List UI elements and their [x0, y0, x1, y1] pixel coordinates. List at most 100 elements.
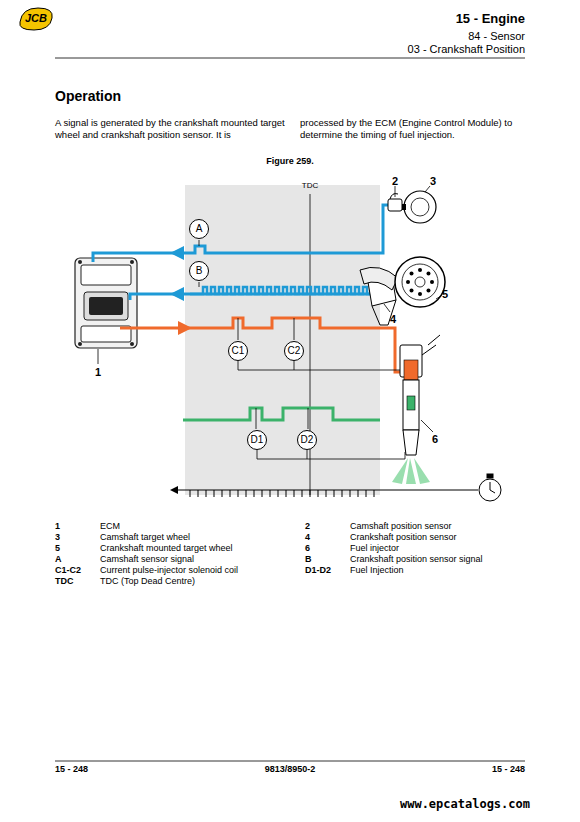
jcb-logo [20, 8, 52, 30]
signal-circle: B [189, 261, 209, 281]
key-table-cell: 4 [305, 533, 310, 543]
tick [294, 490, 295, 497]
section-title: Operation [55, 89, 121, 104]
tick [190, 490, 191, 497]
key-table-cell: 2 [305, 522, 310, 532]
callout-number: 1 [95, 366, 101, 378]
leader-line [436, 296, 441, 299]
clock-symbol [479, 474, 501, 501]
key-table-cell: Crankshaft position sensor [350, 533, 457, 543]
crankshaft-target-wheel [395, 257, 445, 307]
time-axis [176, 490, 478, 491]
tick [342, 490, 343, 497]
wheel-hole [418, 268, 422, 272]
key-table-cell: B [305, 555, 312, 565]
header-text: 84 - Sensor [468, 30, 525, 42]
signal-letter: D2 [301, 435, 314, 445]
header-text: 03 - Crankshaft Position [408, 43, 525, 55]
leader-line [421, 420, 433, 432]
callout-number: 5 [442, 288, 448, 300]
callout-number: 3 [430, 175, 436, 187]
body-text: processed by the ECM (Engine Control Mod… [300, 117, 528, 142]
tick [278, 490, 279, 497]
callout-number: 4 [390, 313, 396, 325]
leader-line [256, 408, 257, 429]
tick-marks [190, 490, 374, 497]
leader-line [308, 408, 309, 429]
footer-text: 9813/8950-2 [265, 765, 316, 775]
signal-letter: B [196, 266, 203, 276]
signal-letter: D1 [251, 435, 264, 445]
signal-letter: C2 [288, 346, 301, 356]
signal-circle: C1 [228, 341, 248, 361]
bus-line [307, 452, 405, 459]
tick [350, 490, 351, 497]
leader-line [384, 304, 390, 312]
key-table-cell: Camshaft target wheel [100, 533, 190, 543]
wheel-hole [410, 272, 414, 276]
wheel-hole [430, 280, 434, 284]
key-table-cell: ECM [100, 522, 120, 532]
leader-line [395, 186, 396, 197]
tick [214, 490, 215, 497]
wheel-hole [406, 280, 410, 284]
logo-text: JCB [25, 12, 47, 24]
key-table-cell: Fuel injector [350, 544, 399, 554]
fuel-injector [392, 335, 440, 484]
callout-number: 6 [432, 433, 438, 445]
tick [286, 490, 287, 497]
key-table-cell: 1 [55, 522, 60, 532]
tick [262, 490, 263, 497]
tick [374, 490, 375, 497]
key-table-cell: TDC (Top Dead Centre) [100, 577, 195, 587]
key-table-cell: 6 [305, 544, 310, 554]
key-table-cell: A [55, 555, 62, 565]
signal-letter: C1 [232, 346, 245, 356]
key-table-cell: Crankshaft position sensor signal [350, 555, 483, 565]
key-table-cell: C1-C2 [55, 566, 81, 576]
crankshaft-position-sensor [360, 267, 398, 325]
header-rule [55, 58, 525, 59]
leader-line [98, 349, 99, 364]
key-table-cell: 3 [55, 533, 60, 543]
wheel-hole [418, 292, 422, 296]
leader-line [238, 318, 239, 340]
tick [254, 490, 255, 497]
bus-line [294, 370, 412, 378]
key-table-cell: Crankshaft mounted target wheel [100, 544, 233, 554]
signal-letter: A [196, 224, 203, 234]
crankshaft-signal-line [130, 294, 375, 300]
body-text: A signal is generated by the crankshaft … [55, 117, 289, 142]
arrowhead [170, 287, 184, 301]
tick [310, 490, 311, 497]
leader-line [199, 240, 200, 246]
leader-line [199, 282, 200, 287]
ecm [75, 258, 137, 348]
timing-band [185, 185, 380, 495]
tick [270, 490, 271, 497]
key-table-cell: Current pulse-injector solenoid coil [100, 566, 238, 576]
footer-text: 15 - 248 [55, 765, 88, 775]
bus-connector [238, 361, 294, 370]
watermark: www.epcatalogs.com [400, 798, 530, 811]
key-table-cell: Camshaft position sensor [350, 522, 452, 532]
signal-circle: C2 [284, 341, 304, 361]
tick [206, 490, 207, 497]
key-table-cell: TDC [55, 577, 74, 587]
wheel-hole [426, 288, 430, 292]
signal-circle: D1 [247, 430, 267, 450]
key-table-cell: Camshaft sensor signal [100, 555, 194, 565]
tick [246, 490, 247, 497]
injector-current-line [120, 318, 402, 372]
footer-rule [55, 761, 525, 762]
key-table-cell: D1-D2 [305, 566, 331, 576]
arrowhead [170, 486, 178, 494]
tick [238, 490, 239, 497]
tick [366, 490, 367, 497]
injection-line [183, 408, 380, 420]
tick [222, 490, 223, 497]
wheel-hole [426, 272, 430, 276]
signal-circle: D2 [297, 430, 317, 450]
figure-caption: Figure 259. [266, 157, 314, 167]
key-table-cell: Fuel Injection [350, 566, 404, 576]
